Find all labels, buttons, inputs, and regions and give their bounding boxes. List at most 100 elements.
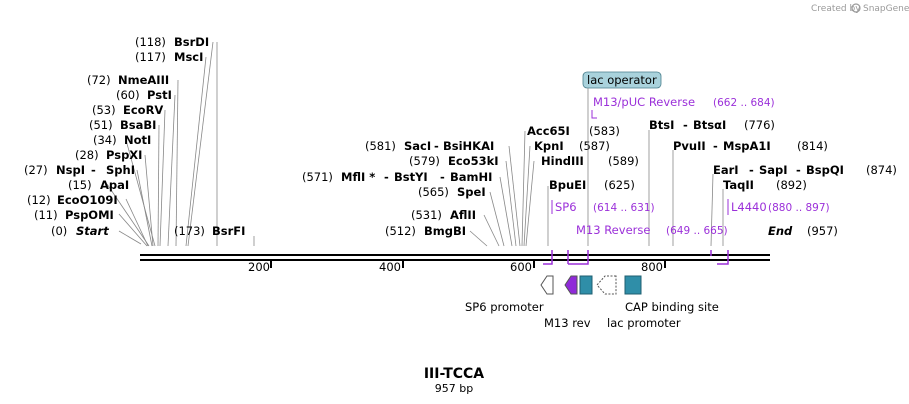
svg-text:PvuII: PvuII	[673, 139, 706, 153]
svg-text:NotI: NotI	[124, 133, 151, 147]
site-pspxi: (28) PspXI	[75, 148, 142, 162]
svg-text:400: 400	[379, 260, 401, 274]
site-eari: EarI - SapI - BspQI (874)	[713, 163, 897, 177]
site-aflii: (531) AflII	[411, 208, 476, 222]
svg-text:(662 .. 684): (662 .. 684)	[713, 97, 775, 109]
site-ecorv: (53) EcoRV	[92, 103, 163, 117]
site-bsrfi: (173) BsrFI	[174, 224, 245, 238]
svg-text:(614 .. 631): (614 .. 631)	[593, 202, 655, 214]
feature-label-cap-binding-site: CAP binding site	[625, 300, 719, 314]
svg-text:PspOMI: PspOMI	[65, 208, 114, 222]
site-bsabi: (51) BsaBI	[89, 118, 156, 132]
svg-text:(34): (34)	[93, 133, 117, 147]
svg-text:MflI *: MflI *	[341, 170, 375, 184]
svg-text:EarI: EarI	[713, 163, 739, 177]
svg-text:BsrDI: BsrDI	[174, 35, 209, 49]
svg-text:NspI: NspI	[56, 163, 85, 177]
snapgene-logo	[851, 3, 861, 13]
svg-text:Start: Start	[76, 224, 109, 238]
primer-m13-puc-reverse: M13/pUC Reverse (662 .. 684)	[591, 95, 775, 119]
primer-m13-reverse: M13 Reverse (649 .. 665)	[576, 223, 728, 237]
primer-sp6: SP6 (614 .. 631)	[551, 200, 655, 214]
site-start: (0) Start	[51, 224, 109, 238]
sequence-backbone	[140, 254, 770, 261]
svg-text:200: 200	[248, 260, 270, 274]
site-btsi: BtsI - BtsαI (776)	[649, 118, 775, 132]
svg-text:(531): (531)	[411, 208, 442, 222]
svg-text:KpnI: KpnI	[534, 139, 564, 153]
svg-text:AflII: AflII	[450, 208, 476, 222]
svg-text:Eco53kI: Eco53kI	[448, 154, 499, 168]
svg-text:BsrFI: BsrFI	[212, 224, 245, 238]
svg-text:600: 600	[510, 260, 532, 274]
svg-text:NmeAIII: NmeAIII	[118, 73, 169, 87]
svg-text:BstYI: BstYI	[394, 170, 428, 184]
map-title: III-TCCA	[424, 366, 484, 382]
svg-text:TaqII: TaqII	[723, 178, 754, 192]
svg-text:BpuEI: BpuEI	[549, 178, 586, 192]
svg-text:(776): (776)	[744, 118, 775, 132]
svg-text:SapI: SapI	[759, 163, 788, 177]
svg-text:(583): (583)	[589, 124, 620, 138]
svg-text:PstI: PstI	[147, 88, 172, 102]
svg-text:(0): (0)	[51, 224, 67, 238]
svg-text:MscI: MscI	[174, 50, 203, 64]
site-hindiii: HindIII (589)	[541, 154, 639, 168]
svg-text:EcoO109I: EcoO109I	[57, 193, 118, 207]
svg-text:PspXI: PspXI	[106, 148, 142, 162]
site-psti: (60) PstI	[116, 88, 172, 102]
svg-text:HindIII: HindIII	[541, 154, 584, 168]
site-pspomi: (11) PspOMI	[34, 208, 114, 222]
site-spei: (565) SpeI	[418, 185, 486, 199]
svg-text:EcoRV: EcoRV	[123, 103, 163, 117]
site-msci: (117) MscI	[135, 50, 203, 64]
feature-lac-operator: lac operator	[582, 71, 662, 246]
svg-text:MspA1I: MspA1I	[723, 139, 771, 153]
site-kpni: KpnI (587)	[534, 139, 610, 153]
site-apai: (15) ApaI	[68, 178, 129, 192]
svg-text:(72): (72)	[87, 73, 111, 87]
svg-text:-: -	[749, 163, 754, 177]
svg-text:BsaBI: BsaBI	[120, 118, 156, 132]
sp6-promoter-arrow-icon	[540, 275, 554, 295]
svg-text:-: -	[683, 118, 688, 132]
svg-text:SpeI: SpeI	[457, 185, 486, 199]
site-bsrdi: (118) BsrDI	[135, 35, 209, 49]
feature-label-sp6-promoter: SP6 promoter	[465, 300, 544, 314]
site-nspi: (27) NspI - SphI	[24, 163, 135, 177]
svg-text:(15): (15)	[68, 178, 92, 192]
svg-text:-: -	[434, 139, 439, 153]
map-length: 957 bp	[435, 382, 473, 395]
svg-text:(565): (565)	[418, 185, 449, 199]
site-mfli: (571) MflI * - BstYI - BamHI	[302, 170, 492, 184]
svg-text:(51): (51)	[89, 118, 113, 132]
svg-text:(118): (118)	[135, 35, 166, 49]
svg-text:BtsαI: BtsαI	[693, 118, 726, 132]
svg-text:(892): (892)	[776, 178, 807, 192]
svg-text:(957): (957)	[807, 224, 838, 238]
svg-text:(587): (587)	[579, 139, 610, 153]
svg-text:-: -	[796, 163, 801, 177]
svg-text:ApaI: ApaI	[100, 178, 129, 192]
site-bmgbi: (512) BmgBI	[385, 224, 466, 238]
site-ecoo109i: (12) EcoO109I	[27, 193, 118, 207]
svg-text:(814): (814)	[797, 139, 828, 153]
svg-text:(625): (625)	[604, 178, 635, 192]
svg-text:M13/pUC Reverse: M13/pUC Reverse	[593, 95, 695, 109]
site-bpuei: BpuEI (625)	[549, 178, 635, 192]
lac-operator-block-icon	[579, 275, 593, 295]
svg-text:M13 Reverse: M13 Reverse	[576, 223, 650, 237]
site-pvuii: PvuII - MspA1I (814)	[673, 139, 828, 153]
site-saci: (581) SacI - BsiHKAI	[365, 139, 494, 153]
svg-text:(880 .. 897): (880 .. 897)	[768, 202, 830, 214]
site-nmeaiii: (72) NmeAIII	[87, 73, 169, 87]
lac-promoter-arrow-icon	[596, 275, 617, 295]
svg-text:(571): (571)	[302, 170, 333, 184]
site-acc65i: Acc65I (583)	[527, 124, 620, 138]
svg-text:(28): (28)	[75, 148, 99, 162]
feature-label-lac-promoter: lac promoter	[607, 316, 681, 330]
svg-text:End: End	[768, 224, 793, 238]
primer-markers	[543, 250, 729, 265]
cap-binding-site-block-icon	[624, 275, 642, 295]
